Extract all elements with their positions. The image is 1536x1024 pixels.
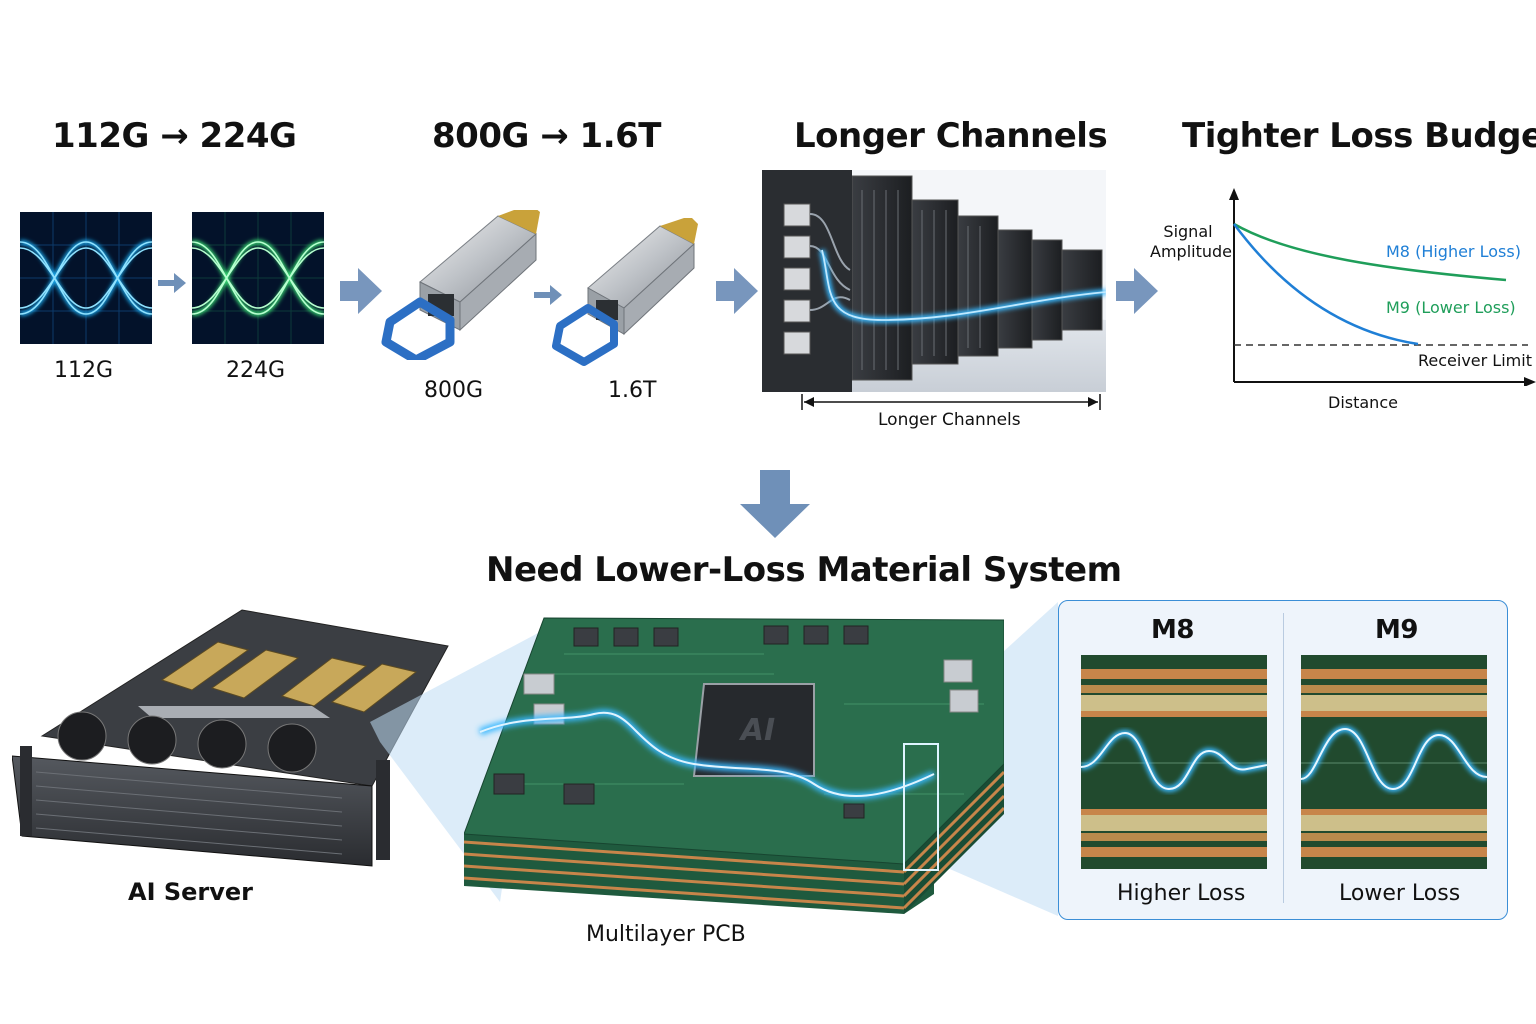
- receiver-limit-label: Receiver Limit: [1418, 351, 1532, 370]
- arrow-right-icon: [1116, 266, 1160, 316]
- heading-channels: Longer Channels: [794, 116, 1108, 156]
- multilayer-pcb-image: AI: [463, 614, 1006, 919]
- transceiver-800g: [380, 204, 540, 365]
- heading-loss-budget: Tighter Loss Budget: [1182, 116, 1536, 156]
- eye-diagram-112g: [20, 212, 152, 344]
- chart-ylabel-line2: Amplitude: [1150, 242, 1232, 261]
- module-label-1-6t: 1.6T: [608, 378, 657, 403]
- m9-caption: Lower Loss: [1339, 881, 1461, 906]
- arrow-right-icon: [532, 282, 564, 308]
- pcb-label: Multilayer PCB: [586, 922, 746, 947]
- channel-length-dimension: [800, 394, 1102, 415]
- legend-m9: M9 (Lower Loss): [1386, 298, 1516, 317]
- arrow-right-icon: [156, 270, 188, 296]
- eye-label-112g: 112G: [54, 358, 114, 383]
- legend-m8: M8 (Higher Loss): [1386, 242, 1521, 261]
- heading-modules: 800G → 1.6T: [432, 116, 661, 156]
- m9-stackup: [1301, 655, 1487, 869]
- loss-budget-chart: [1140, 186, 1536, 391]
- material-comparison-panel: M8 Higher Loss M9: [1058, 600, 1508, 920]
- m8-stackup: [1081, 655, 1267, 869]
- arrow-down-icon: [740, 470, 810, 543]
- heading-serdes: 112G → 224G: [52, 116, 297, 156]
- ai-server-image: [11, 606, 454, 877]
- module-label-800g: 800G: [424, 378, 484, 403]
- ai-server-label: AI Server: [128, 878, 254, 906]
- m8-title: M8: [1151, 615, 1194, 645]
- series-line-m9: [1232, 223, 1419, 346]
- chart-ylabel: Signal: [1160, 222, 1216, 241]
- eye-label-224g: 224G: [226, 358, 286, 383]
- chart-ylabel-line1: Signal: [1163, 222, 1213, 241]
- m8-caption: Higher Loss: [1117, 881, 1246, 906]
- chart-xlabel: Distance: [1328, 393, 1398, 412]
- chip-label: AI: [739, 713, 775, 748]
- m9-title: M9: [1375, 615, 1418, 645]
- transceiver-1-6t: [552, 216, 702, 373]
- datacenter-racks-image: [762, 170, 1107, 397]
- channel-length-label: Longer Channels: [878, 410, 1021, 430]
- arrow-right-icon: [716, 266, 760, 316]
- panel-divider: [1283, 613, 1284, 903]
- conclusion-heading: Need Lower-Loss Material System: [486, 550, 1122, 590]
- series-line-m8: [1233, 222, 1507, 282]
- eye-diagram-224g: [192, 212, 324, 344]
- arrow-right-icon: [340, 266, 384, 316]
